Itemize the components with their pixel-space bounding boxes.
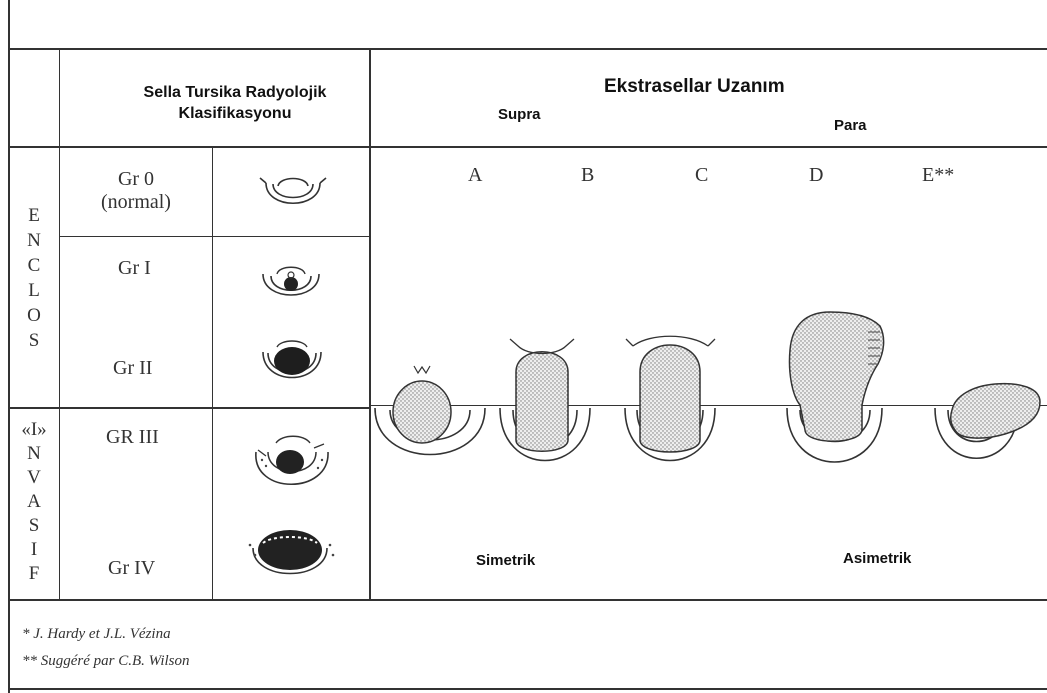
type-e-extension-drawing [935,384,1040,459]
type-c-extension-drawing [625,336,715,460]
grade-4-sella-icon [249,530,335,574]
grade-1-sella-icon [263,267,319,295]
type-a-extension-drawing [375,366,485,455]
grade-0-sella-icon [260,178,326,203]
grade-3-sella-icon [256,436,328,484]
type-d-extension-drawing [787,312,884,462]
type-b-extension-drawing [500,339,590,461]
grade-2-sella-icon [263,341,321,378]
